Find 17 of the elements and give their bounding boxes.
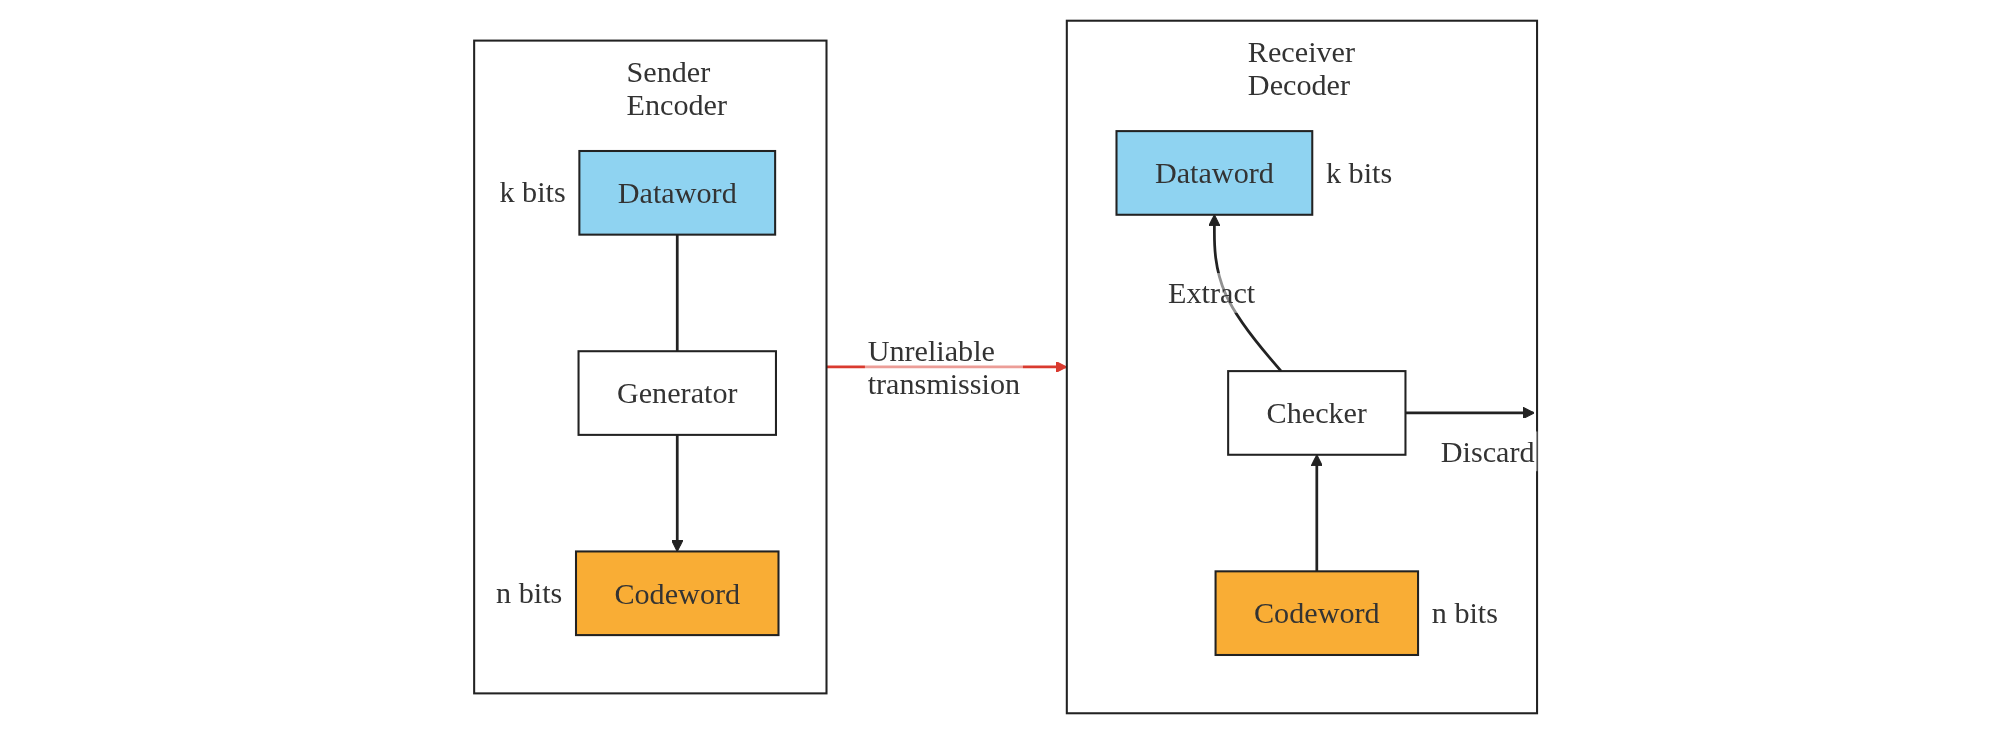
process-box: Generator — [577, 350, 778, 436]
arrow — [1208, 214, 1283, 372]
arrow — [1311, 454, 1324, 572]
arrow — [671, 434, 684, 552]
bit-count-label: k bits — [499, 175, 566, 210]
edge-label: Discard — [1438, 431, 1538, 472]
bit-count-label: k bits — [1326, 155, 1393, 190]
arrow — [826, 360, 1068, 374]
connector-line — [676, 234, 679, 352]
bit-count-label: n bits — [1432, 595, 1499, 630]
process-box: Codeword — [1214, 570, 1420, 656]
arrow — [1405, 406, 1536, 419]
bit-count-label: n bits — [496, 575, 563, 610]
process-box: Codeword — [575, 550, 780, 637]
process-box: Dataword — [578, 149, 777, 236]
process-box: Dataword — [1115, 130, 1314, 216]
process-box: Checker — [1227, 370, 1407, 456]
